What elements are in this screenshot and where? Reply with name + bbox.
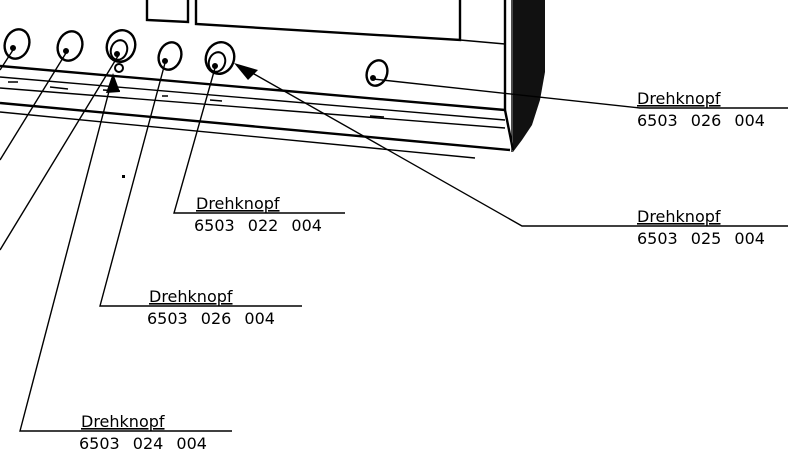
arrowhead-knob-5: [234, 63, 258, 80]
leader-lines: [0, 49, 788, 432]
callout-2-part-number: 6503 025 004: [637, 229, 765, 248]
callout-4-part-number: 6503 026 004: [147, 309, 275, 328]
callout-1-name: Drehknopf: [637, 89, 721, 108]
housing-side-shadow: [513, 0, 545, 152]
callout-3: Drehknopf 6503 022 004: [194, 194, 322, 235]
arrowhead-knob-3: [106, 73, 120, 93]
knob-5: [204, 41, 236, 75]
callout-2: Drehknopf 6503 025 004: [637, 207, 765, 248]
knob-6: [365, 59, 389, 87]
callout-2-name: Drehknopf: [637, 207, 721, 226]
callout-1: Drehknopf 6503 026 004: [637, 89, 765, 130]
callout-3-part-number: 6503 022 004: [194, 216, 322, 235]
knob-4: [157, 41, 183, 71]
callout-4-name: Drehknopf: [149, 287, 233, 306]
callout-1-part-number: 6503 026 004: [637, 111, 765, 130]
callout-3-name: Drehknopf: [196, 194, 280, 213]
callout-5: Drehknopf 6503 024 004: [79, 412, 207, 453]
knob-3: [105, 29, 137, 73]
callout-5-part-number: 6503 024 004: [79, 434, 207, 453]
knob-2: [56, 30, 84, 62]
knob-1: [3, 28, 31, 60]
callout-5-name: Drehknopf: [81, 412, 165, 431]
callout-4: Drehknopf 6503 026 004: [147, 287, 275, 328]
